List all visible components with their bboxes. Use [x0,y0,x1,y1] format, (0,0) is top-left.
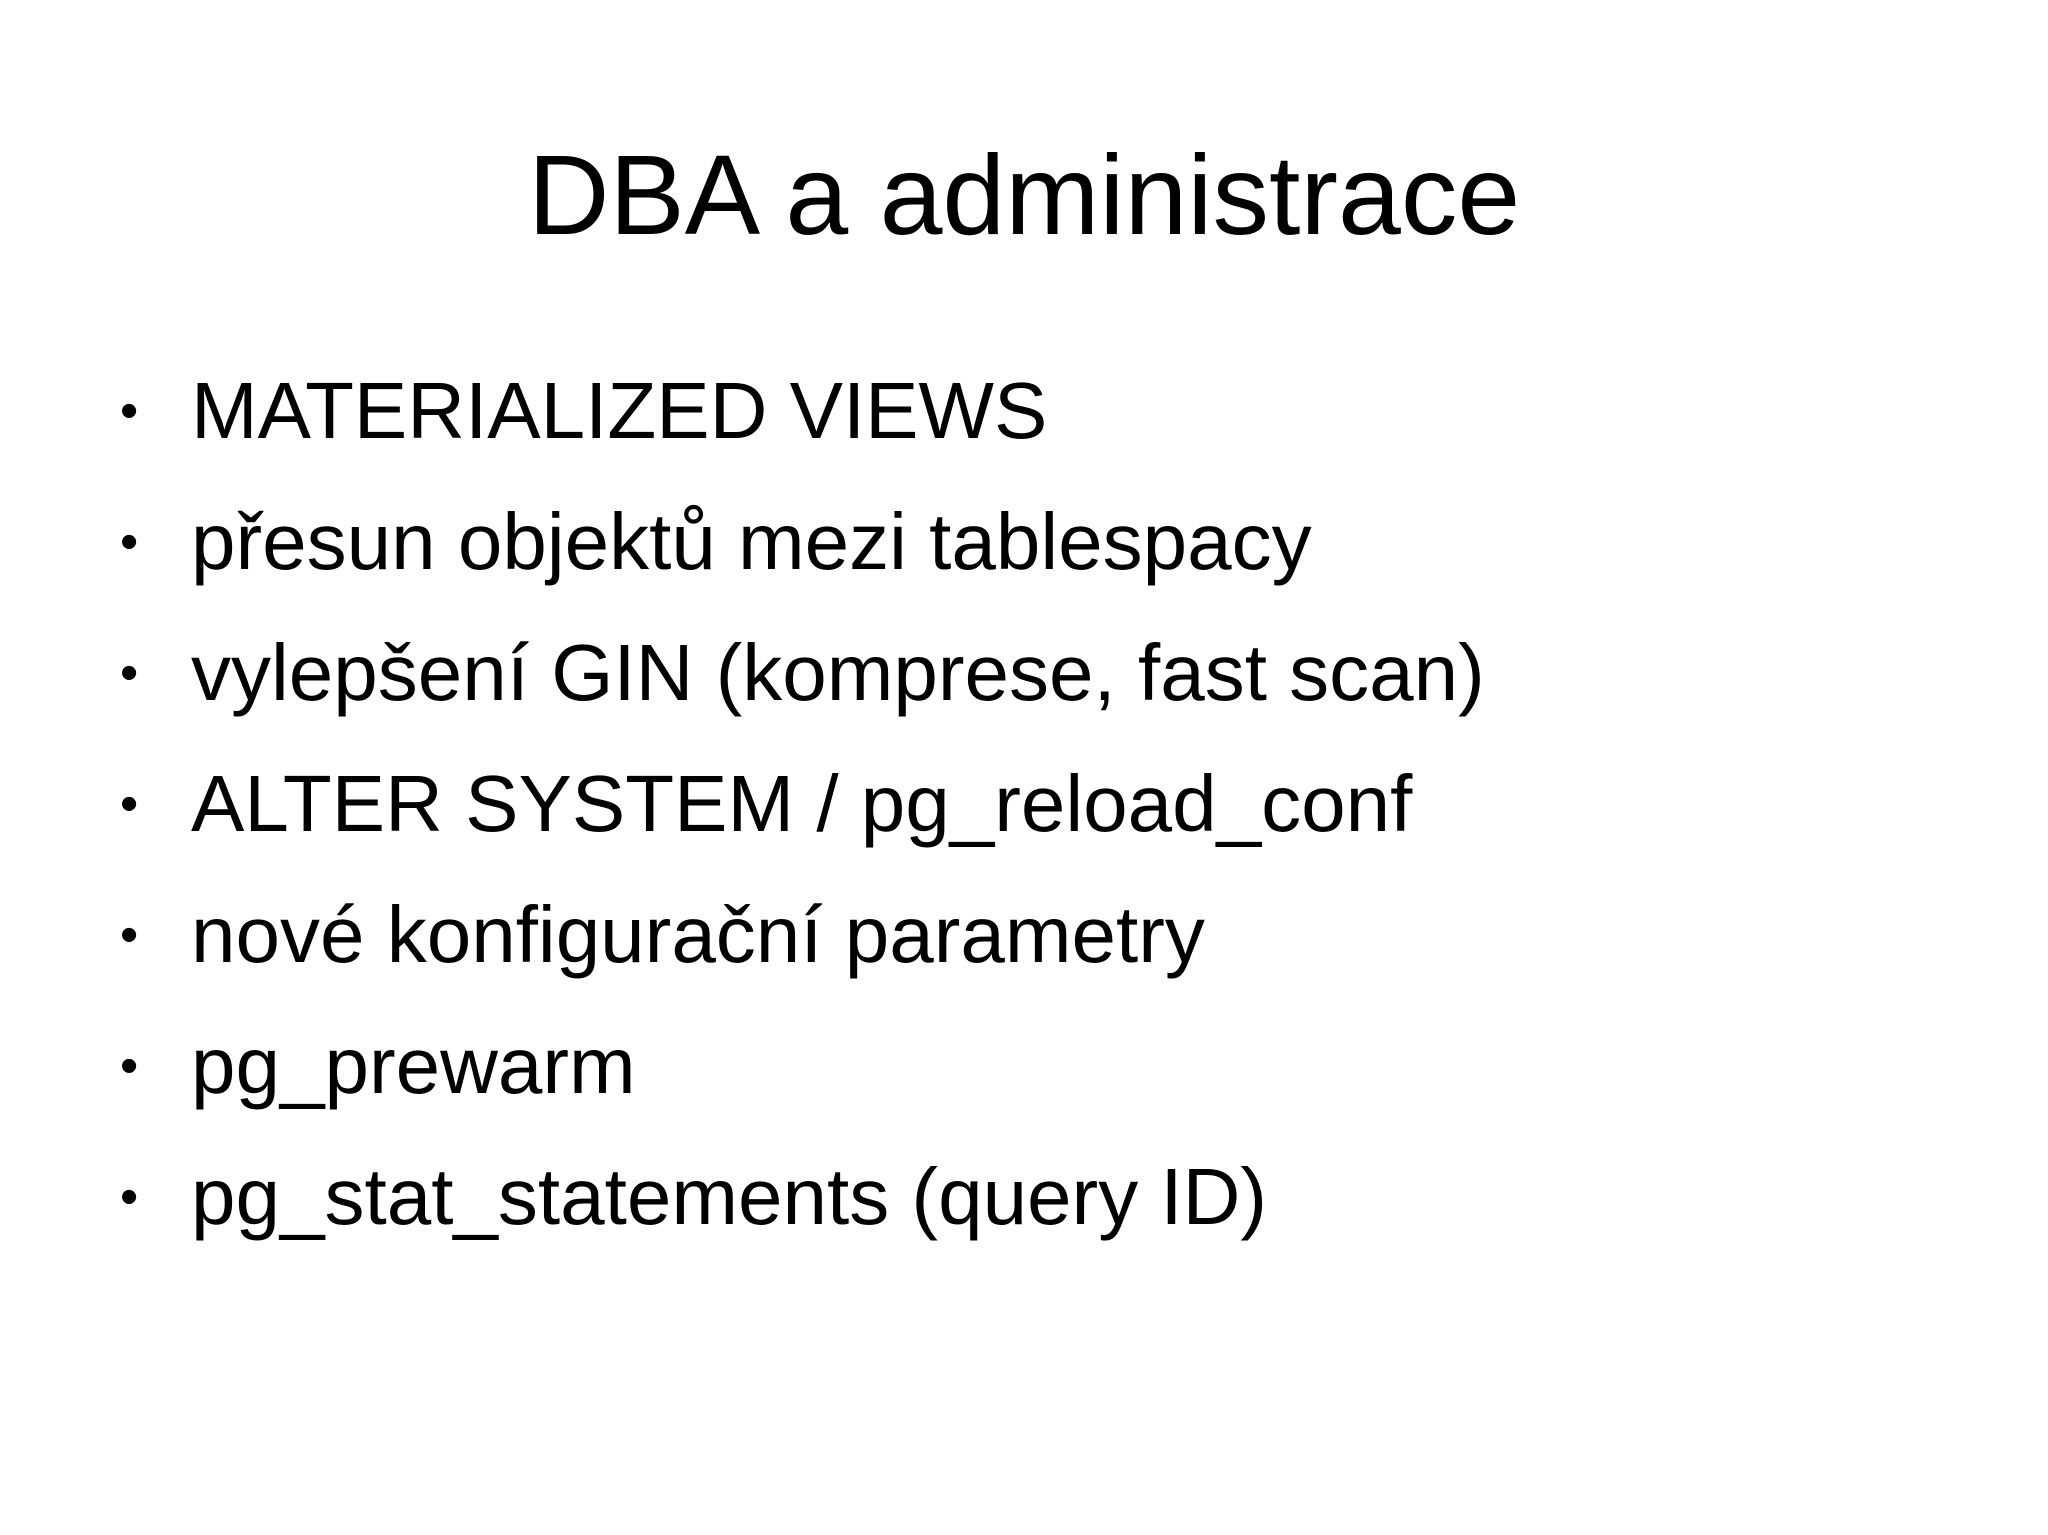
list-item-text: přesun objektů mezi tablespacy [191,497,1312,586]
list-item-text: MATERIALIZED VIEWS [191,366,1048,455]
bullet-dot-icon: • [120,382,139,440]
list-item-text: pg_prewarm [191,1021,636,1110]
list-item-text: ALTER SYSTEM / pg_reload_conf [191,759,1413,848]
list-item-text: nové konfigurační parametry [191,890,1205,979]
bullet-dot-icon: • [120,1168,139,1226]
bullet-dot-icon: • [120,644,139,702]
list-item-text: vylepšení GIN (komprese, fast scan) [191,628,1485,717]
bullet-dot-icon: • [120,775,139,833]
bullet-dot-icon: • [120,513,139,571]
slide-title: DBA a administrace [527,132,1521,258]
bullet-dot-icon: • [120,1037,139,1095]
list-item-text: pg_stat_statements (query ID) [191,1152,1268,1241]
bullet-dot-icon: • [120,906,139,964]
